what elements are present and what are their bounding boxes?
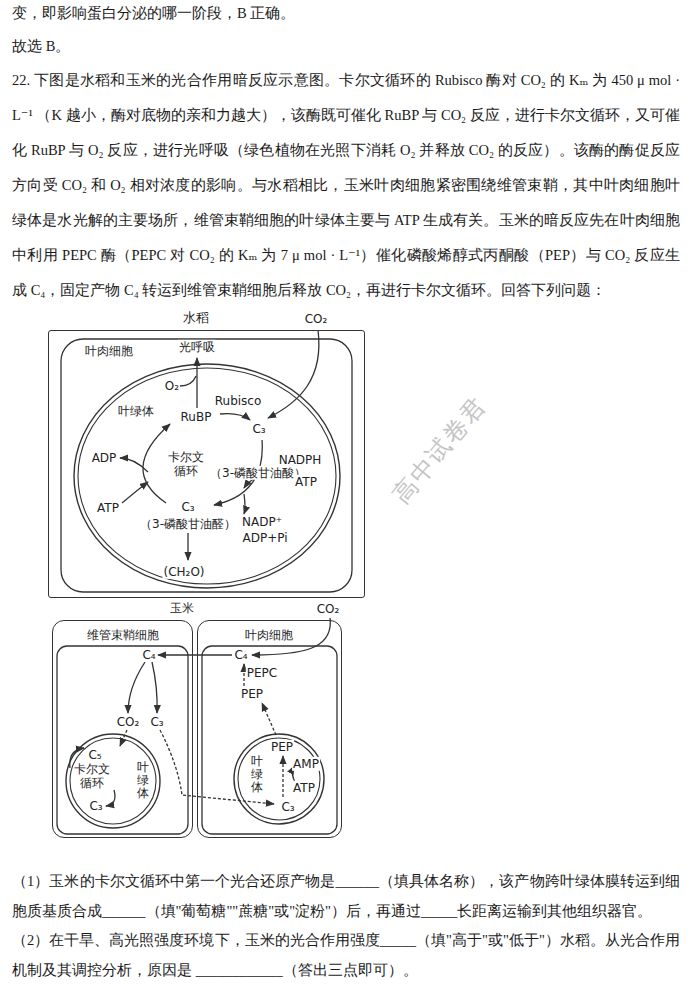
arrow-path xyxy=(160,730,274,804)
arrow-path xyxy=(252,618,330,655)
arrow-path xyxy=(122,482,148,503)
chloroplast-circle: 叶绿体 xyxy=(65,733,161,829)
outer-membrane xyxy=(74,364,340,588)
cell-membrane xyxy=(61,339,352,592)
diagram-label: C₃ xyxy=(251,422,266,436)
arrow-path xyxy=(70,748,84,768)
cell-membrane xyxy=(57,646,188,834)
diagram-label: PEP xyxy=(270,740,294,754)
diagram-label: 卡尔文 循环 xyxy=(72,763,112,791)
drawing-group xyxy=(57,330,352,834)
arrow-path xyxy=(143,424,170,503)
node-label: 叶肉细胞 xyxy=(245,628,293,642)
diagram-label: （3-磷酸甘油酸） xyxy=(209,466,307,480)
arrow-path xyxy=(158,654,232,655)
diagram-heading: 水稻 xyxy=(183,310,209,326)
cell-box: 叶肉细胞叶绿体 xyxy=(197,620,342,838)
diagram-label: CO₂ xyxy=(304,312,329,326)
body-text: 22. 下图是水稻和玉米的光合作用暗反应示意图。卡尔文循环的 Rubisco 酶… xyxy=(12,63,680,308)
arrow-path xyxy=(244,494,245,514)
diagram-label: ADP xyxy=(91,451,118,465)
arrow-path xyxy=(106,790,115,806)
diagram-label: （3-磷酸甘油醛） xyxy=(139,517,237,531)
diagram-label: RuBP xyxy=(180,410,213,424)
diagram-label: (CH₂O) xyxy=(162,565,205,579)
diagram-label: C₅ xyxy=(87,748,102,762)
node-label: 维管束鞘细胞 xyxy=(87,628,159,642)
inner-membrane xyxy=(78,368,336,584)
diagram-label: Rubisco xyxy=(214,394,263,408)
arrow-path xyxy=(196,358,197,408)
arrow-path xyxy=(220,414,250,420)
diagram-label: AMP xyxy=(292,757,320,771)
diagram-label: 玉米 xyxy=(169,601,195,615)
diagram-label: C₄ xyxy=(141,648,156,662)
diagram-label: O₂ xyxy=(164,379,180,393)
outer-membrane xyxy=(66,734,160,828)
diagram-label: ATP xyxy=(294,475,318,489)
chloroplast-outline xyxy=(73,363,341,589)
diagram-label: ATP xyxy=(292,781,316,795)
arrow-path xyxy=(120,730,127,746)
arrow-path xyxy=(187,533,188,560)
diagram-label: C₃ xyxy=(149,715,164,729)
body-text: （1）玉米的卡尔文循环中第一个光合还原产物是______（填具体名称），该产物跨… xyxy=(12,866,680,926)
diagram-label: C₄ xyxy=(233,648,248,662)
cell-box: 水稻叶肉细胞叶绿体 xyxy=(48,330,365,598)
diagram-label: PEP xyxy=(240,687,264,701)
chloroplast-circle: 叶绿体 xyxy=(233,733,325,825)
diagram-label: ADP+Pi xyxy=(241,531,288,545)
arrow-path xyxy=(214,440,262,505)
cell-membrane xyxy=(202,646,337,834)
watermark: 高中试卷君 xyxy=(387,391,493,509)
arrow-path xyxy=(268,330,319,418)
arrow-path xyxy=(282,756,283,797)
diagram-label: C₃ xyxy=(180,500,195,514)
body-text: （2）在干旱、高光照强度环境下，玉米的光合作用强度_____（填"高于"或"低于… xyxy=(12,925,680,985)
diagram-label: CO₂ xyxy=(116,715,141,729)
body-text: 故选 B。 xyxy=(12,36,680,56)
chloroplast-circle: 叶绿体 xyxy=(73,363,341,589)
chloroplast-outline xyxy=(65,733,161,829)
diagram-label: 卡尔文 循环 xyxy=(166,451,206,479)
arrow-path xyxy=(244,470,276,488)
diagram-label: C₃ xyxy=(280,800,295,814)
diagram-label: C₃ xyxy=(88,799,103,813)
arrow-path xyxy=(180,376,196,386)
outer-membrane xyxy=(234,734,324,824)
arrow-path xyxy=(120,458,148,472)
body-text: 变，即影响蛋白分泌的哪一阶段，B 正确。 xyxy=(12,3,680,23)
arrow-path xyxy=(128,662,145,713)
inner-membrane xyxy=(70,738,156,824)
inner-membrane xyxy=(238,738,320,820)
arrow-path xyxy=(262,703,276,735)
diagram-label: 光呼吸 xyxy=(178,340,216,354)
cell-box: 维管束鞘细胞叶绿体 xyxy=(52,620,193,838)
diagram-label: ATP xyxy=(96,501,120,515)
diagram-label: CO₂ xyxy=(316,602,341,616)
diagram-label: PEPC xyxy=(246,666,278,680)
chloroplast-outline xyxy=(233,733,325,825)
arrow-path xyxy=(152,662,157,713)
node-label: 叶绿体 xyxy=(118,404,154,418)
node-label: 叶绿体 xyxy=(137,761,149,801)
arrow-path xyxy=(243,664,244,686)
arrow-path xyxy=(292,766,296,784)
node-label: 叶绿体 xyxy=(251,755,263,795)
diagram-label: NADPH xyxy=(278,453,323,467)
node-label: 叶肉细胞 xyxy=(85,344,133,358)
diagram-label: NADP⁺ xyxy=(241,515,283,529)
